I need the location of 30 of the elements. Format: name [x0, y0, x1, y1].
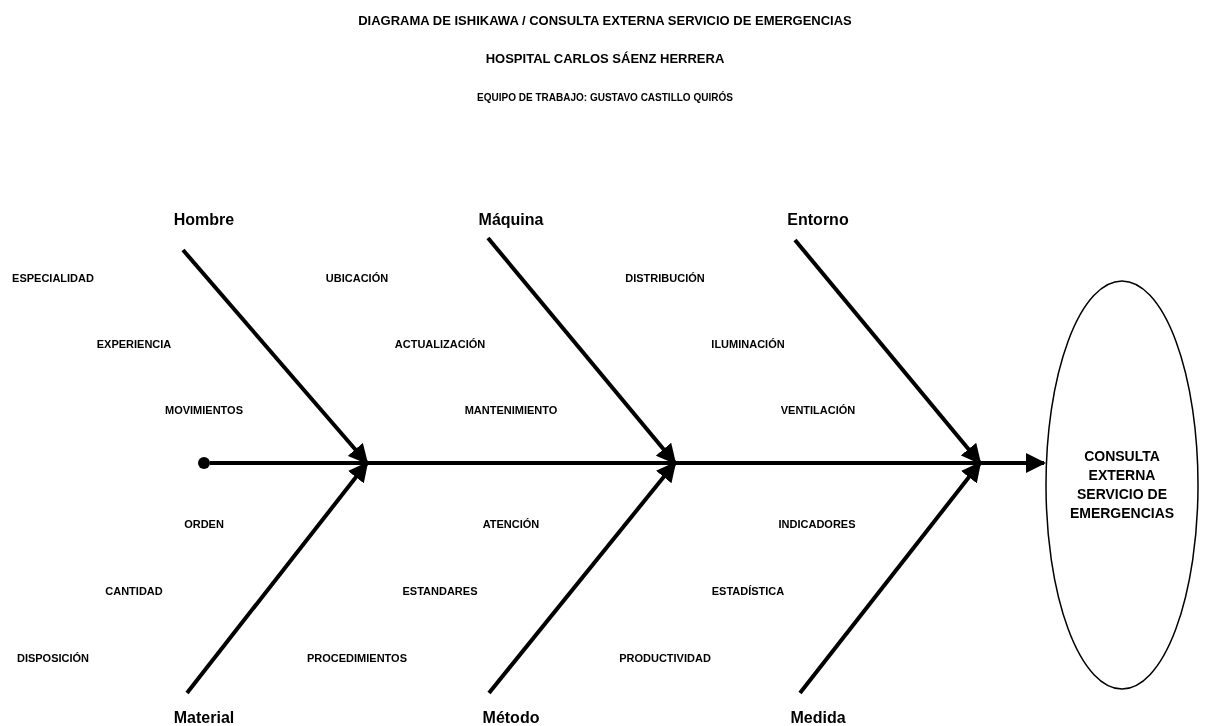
category-label: Medida: [790, 709, 846, 726]
title: DIAGRAMA DE ISHIKAWA / CONSULTA EXTERNA SERVICIO DE EMERGENCIAS: [358, 12, 852, 28]
team-label: EQUIPO DE TRABAJO: GUSTAVO CASTILLO QUIRÓS: [477, 91, 733, 103]
cause-label: ESTANDARES: [402, 585, 478, 597]
cause-label: PROCEDIMIENTOS: [307, 652, 407, 664]
cause-label: ESTADÍSTICA: [711, 585, 785, 597]
subtitle: HOSPITAL CARLOS SÁENZ HERRERA: [485, 50, 725, 66]
category-label: Entorno: [787, 211, 849, 229]
arrow: [210, 453, 1046, 473]
cause-label: CANTIDAD: [105, 585, 163, 597]
cause-label: DISPOSICIÓN: [16, 652, 90, 664]
cause-label: DISTRIBUCIÓN: [625, 272, 705, 284]
cause-label: INDICADORES: [778, 518, 856, 530]
category-label: Máquina: [478, 211, 544, 229]
cause-label: ORDEN: [184, 518, 224, 530]
cause-label: ESPECIALIDAD: [12, 272, 94, 284]
effect-ellipse: CONSULTA EXTERNA SERVICIO DE EMERGENCIAS: [1045, 280, 1199, 690]
category-label: Hombre: [173, 211, 235, 229]
category-label: Método: [482, 709, 540, 726]
cause-label: UBICACIÓN: [325, 272, 389, 284]
cause-label: ATENCIÓN: [482, 518, 540, 530]
cause-label: VENTILACIÓN: [780, 404, 856, 416]
cause-label: ACTUALIZACIÓN: [394, 338, 486, 350]
cause-label: EXPERIENCIA: [96, 338, 172, 350]
category-label: Material: [173, 709, 235, 726]
cause-label: MOVIMIENTOS: [165, 404, 243, 416]
cause-label: ILUMINACIÓN: [711, 338, 785, 350]
start-dot: [198, 457, 210, 469]
cause-label: MANTENIMIENTO: [464, 404, 558, 416]
cause-label: PRODUCTIVIDAD: [619, 652, 711, 664]
